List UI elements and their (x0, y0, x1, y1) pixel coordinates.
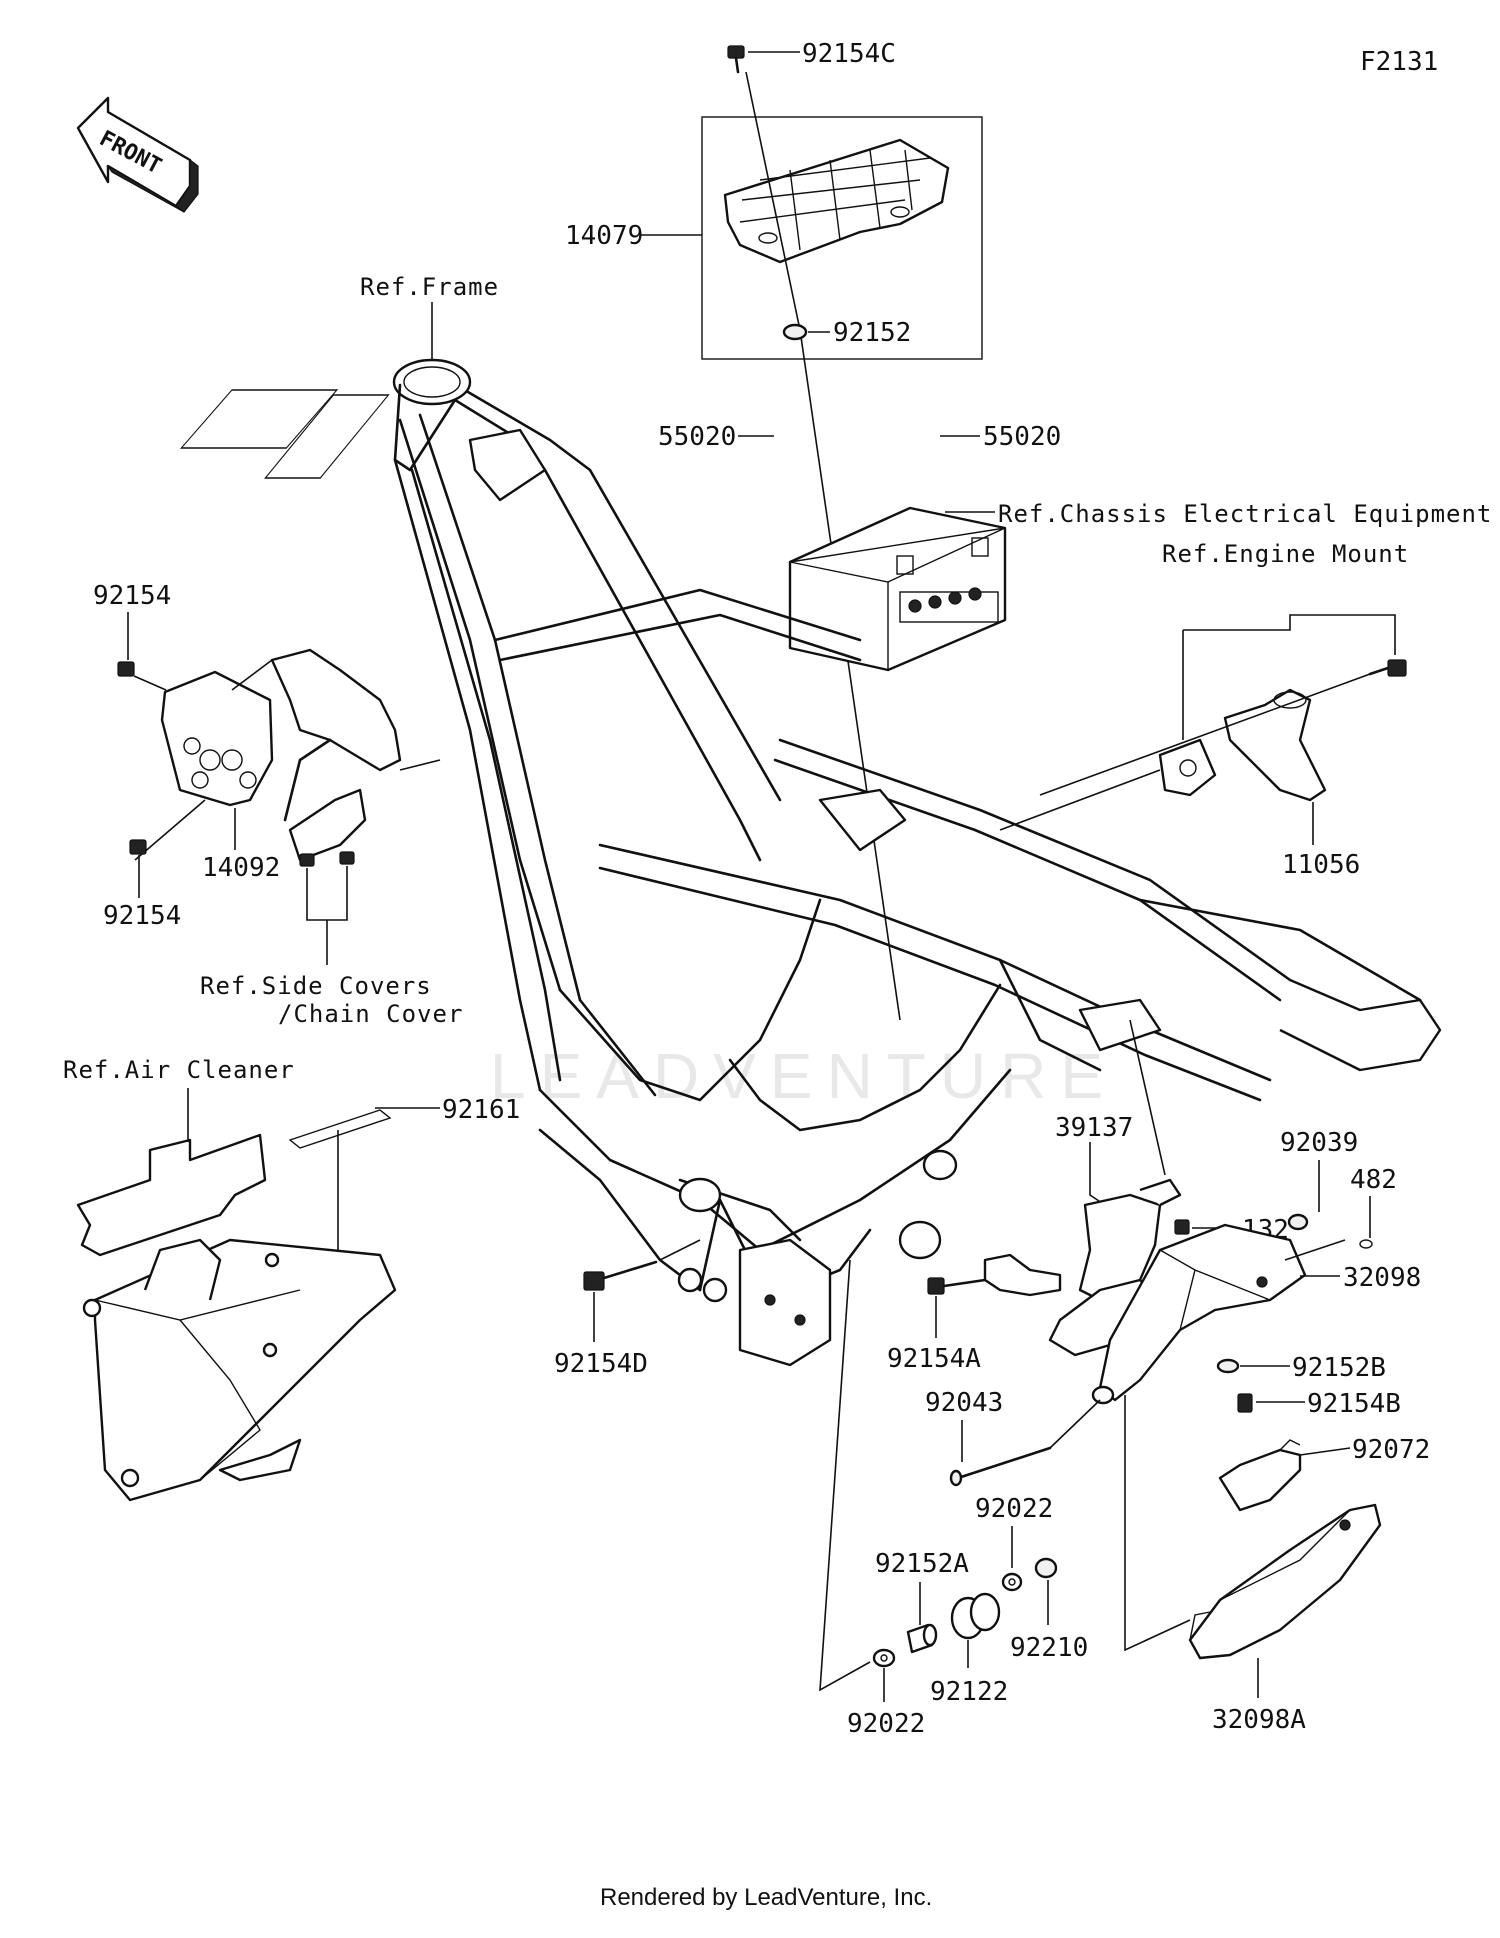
bolt-side-cover-icon (299, 851, 355, 867)
bracket-14092-icon (160, 648, 402, 862)
ref-side-covers-line1: Ref.Side Covers (200, 972, 432, 1000)
pad-92161-icon (288, 1109, 392, 1149)
frame-icon (392, 358, 1442, 1367)
ref-engine-mount: Ref.Engine Mount (1162, 540, 1409, 568)
label-92154-bottom: 92154 (103, 901, 181, 931)
label-32098: 32098 (1343, 1263, 1421, 1293)
pad-55020-left-icon (179, 389, 339, 449)
ref-air-cleaner: Ref.Air Cleaner (63, 1056, 295, 1084)
label-482: 482 (1350, 1165, 1397, 1195)
label-92154D: 92154D (554, 1349, 648, 1379)
bolt-engine-mount-icon (1368, 659, 1407, 677)
grommet-92152-icon (782, 323, 808, 341)
damper-92122-icon (950, 1592, 1001, 1640)
nut-92039-icon (1287, 1213, 1309, 1231)
label-92043: 92043 (925, 1388, 1003, 1418)
engine-mount-bracket-icon (1158, 688, 1327, 802)
label-92154B: 92154B (1307, 1389, 1401, 1419)
washer-92022-bottom-icon (872, 1648, 896, 1668)
label-92022-top: 92022 (975, 1494, 1053, 1524)
diagram-code: F2131 (1360, 47, 1438, 77)
bolt-92154C-icon (727, 45, 745, 74)
label-55020-right: 55020 (983, 422, 1061, 452)
label-32098A: 32098A (1212, 1705, 1306, 1735)
battery-case-icon (723, 138, 950, 264)
footer-credit: Rendered by LeadVenture, Inc. (600, 1884, 932, 1911)
label-92072: 92072 (1352, 1435, 1430, 1465)
label-92161: 92161 (442, 1095, 520, 1125)
pad-55020-right-icon (264, 394, 390, 479)
bolt-92154-bottom-icon (129, 839, 147, 855)
bolt-92154B-icon (1237, 1393, 1253, 1413)
bracket-lower-icon (983, 1253, 1062, 1297)
label-92210: 92210 (1010, 1633, 1088, 1663)
clip-482-icon (1359, 1239, 1373, 1249)
bolt-92154A-icon (927, 1277, 987, 1295)
battery-icon (788, 506, 1007, 672)
label-55020-left: 55020 (658, 422, 736, 452)
bolt-92154D-icon (583, 1260, 658, 1291)
label-39137: 39137 (1055, 1113, 1133, 1143)
pin-92043-icon (949, 1446, 1052, 1487)
label-92022-bottom: 92022 (847, 1709, 925, 1739)
air-cleaner-sheet-icon (76, 1133, 267, 1257)
collar-92152A-icon (906, 1623, 938, 1654)
cover-32098A-icon (1188, 1503, 1382, 1660)
label-14079: 14079 (565, 221, 643, 251)
label-92154-top: 92154 (93, 581, 171, 611)
air-cleaner-box-icon (82, 1238, 397, 1502)
label-92154A: 92154A (887, 1344, 981, 1374)
label-92122: 92122 (930, 1677, 1008, 1707)
bolt-92154-top-icon (117, 661, 135, 677)
ref-chassis-electrical: Ref.Chassis Electrical Equipment (998, 500, 1492, 528)
label-14092: 14092 (202, 853, 280, 883)
grommet-92152B-icon (1216, 1358, 1240, 1374)
label-92154C: 92154C (802, 39, 896, 69)
label-92152A: 92152A (875, 1549, 969, 1579)
battery-case-box (701, 116, 983, 360)
clamp-92072-icon (1218, 1439, 1302, 1512)
front-arrow-icon: FRONT (76, 96, 199, 213)
cover-32098-icon (1091, 1223, 1307, 1405)
ref-frame: Ref.Frame (360, 273, 499, 301)
ref-side-covers-line2: /Chain Cover (278, 1000, 463, 1028)
label-92152: 92152 (833, 318, 911, 348)
label-92039: 92039 (1280, 1128, 1358, 1158)
watermark-text: LEADVENTURE (490, 1040, 1117, 1112)
bolt-132-icon (1174, 1219, 1190, 1235)
label-11056: 11056 (1282, 850, 1360, 880)
label-92152B: 92152B (1292, 1353, 1386, 1383)
nut-92210-icon (1034, 1557, 1058, 1579)
washer-92022-top-icon (1001, 1572, 1023, 1592)
